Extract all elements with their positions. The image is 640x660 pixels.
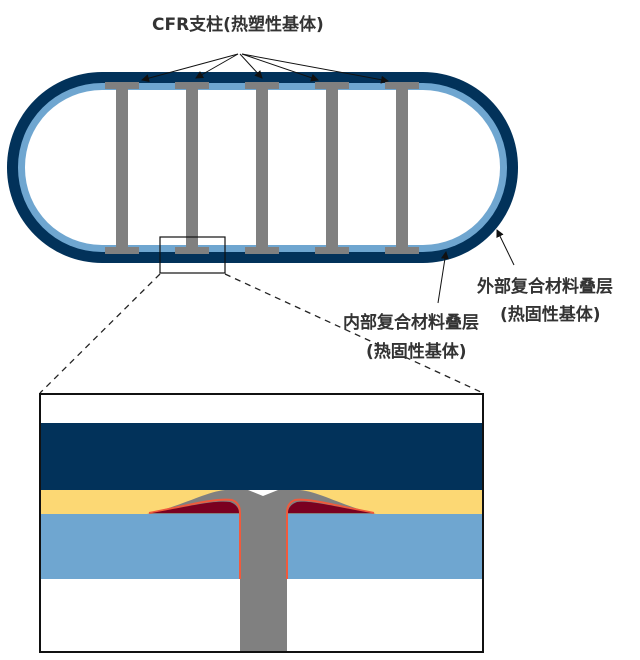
interface-region-right [288,501,371,513]
strut [245,82,279,254]
inner-laminate-matrix-label: (热固性基体) [366,342,467,362]
interface-right [286,498,375,579]
outer-label-arrow [496,229,515,266]
struts-group [105,82,419,254]
detail-outer-laminate [40,423,483,490]
strut-arrows [141,53,389,84]
outer-laminate-matrix-label: (热固性基体) [500,305,601,325]
struts-label: CFR支柱(热塑性基体) [152,15,324,35]
outer-laminate-label: 外部复合材料叠层 [477,277,613,297]
zoom-line-right [224,273,484,394]
detail-frame [39,393,484,653]
detail-strut-flange [147,490,376,652]
interface-left [148,498,241,579]
zoom-line-left [39,273,161,394]
interface-region-left [152,501,239,513]
detail-marker-box [159,236,226,274]
inner-laminate-label: 内部复合材料叠层 [343,313,479,333]
strut [105,82,139,254]
strut [315,82,349,254]
strut [385,82,419,254]
inner-label-arrow [437,251,449,304]
strut [175,82,209,254]
detail-view [39,393,484,653]
flange-notch [248,490,278,496]
